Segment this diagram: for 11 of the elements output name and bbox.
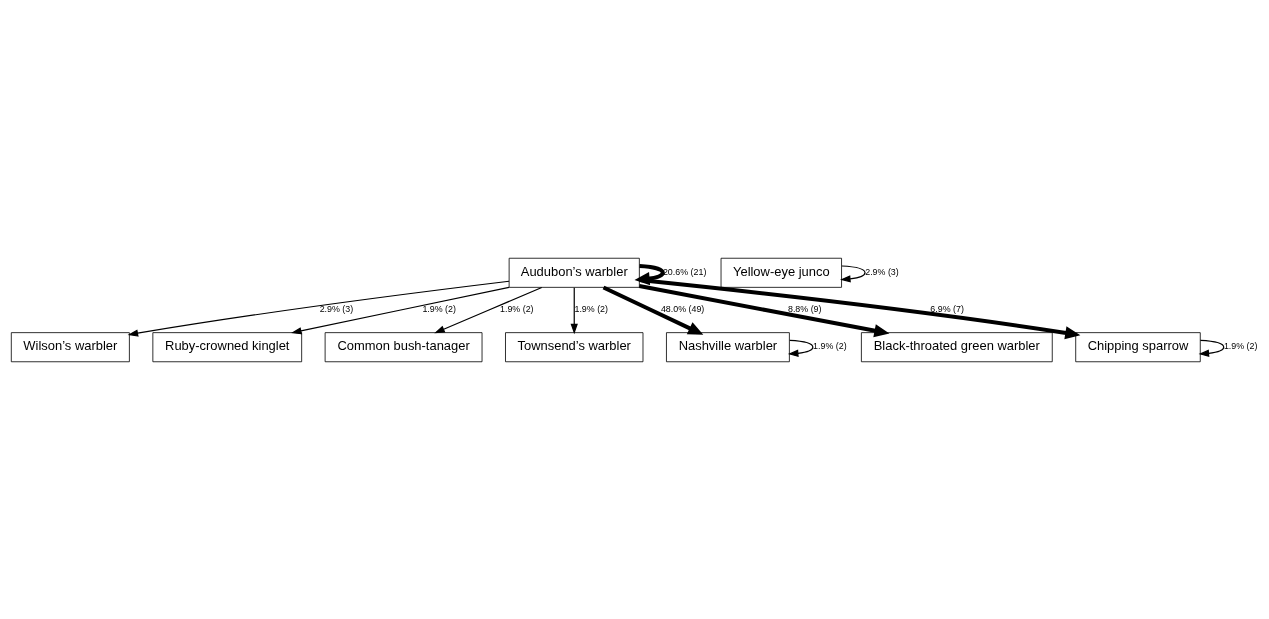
- edge-label: 1.9% (2): [1223, 340, 1258, 351]
- edge-label: 2.9% (3): [865, 266, 899, 277]
- edge-label: 6.9% (7): [930, 303, 964, 314]
- edge-label: 1.9% (2): [422, 303, 456, 314]
- edge-label: 2.9% (3): [319, 303, 354, 314]
- edge-label: 1.9% (2): [500, 303, 534, 314]
- edge-label: 20.6% (21): [662, 266, 707, 277]
- edge-label: 8.8% (9): [787, 303, 822, 314]
- edge-label: 1.9% (2): [813, 340, 847, 351]
- edge-label: 1.9% (2): [574, 303, 608, 314]
- edge-label: 48.0% (49): [660, 303, 705, 314]
